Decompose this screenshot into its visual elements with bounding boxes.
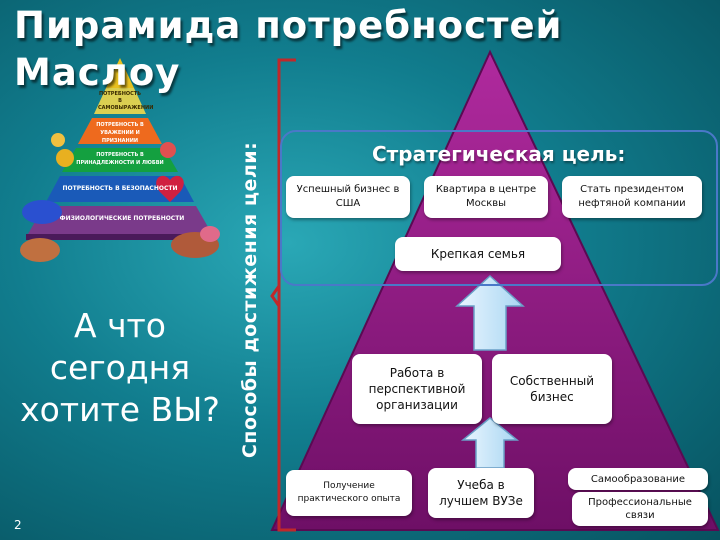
means-work: Работа в перспективной организации (352, 354, 482, 424)
means-education: Учеба в лучшем ВУЗе (428, 468, 534, 518)
strategic-goal-heading: Стратегическая цель: (372, 142, 626, 166)
maslow-level-4-label: ПОТРЕБНОСТЬ В БЕЗОПАСНОСТИ (62, 185, 178, 192)
page-number: 2 (14, 518, 22, 532)
maslow-level-5-label: ФИЗИОЛОГИЧЕСКИЕ ПОТРЕБНОСТИ (59, 215, 185, 222)
means-practical-experience: Получение практического опыта (286, 470, 412, 516)
means-professional-connections: Профессиональные связи (572, 492, 708, 526)
page-title: Пирамида потребностей Маслоу (14, 4, 563, 94)
side-label: Способы достижения цели: (239, 141, 261, 459)
maslow-level-1-label: ПОТРЕБНОСТЬ В САМОВЫРАЖЕНИИ (98, 91, 154, 111)
means-self-education: Самообразование (568, 468, 708, 490)
goal-moscow-apartment: Квартира в центре Москвы (424, 176, 548, 218)
maslow-level-3-label: ПОТРЕБНОСТЬ В ПРИНАДЛЕЖНОСТИ И ЛЮБВИ (76, 152, 164, 166)
maslow-level-2-label: ПОТРЕБНОСТЬ В УВАЖЕНИИ И ПРИЗНАНИИ (96, 122, 144, 144)
maslow-pyramid-image (20, 58, 220, 262)
goal-oil-company-president: Стать президентом нефтяной компании (562, 176, 702, 218)
goal-business-usa: Успешный бизнес в США (286, 176, 410, 218)
means-own-business: Собственный бизнес (492, 354, 612, 424)
goal-strong-family: Крепкая семья (395, 237, 561, 271)
arrow-up-large (455, 274, 525, 351)
question-text: А что сегодня хотите ВЫ? (20, 306, 220, 429)
red-bracket (277, 58, 296, 532)
strategic-goal-frame (280, 130, 718, 286)
